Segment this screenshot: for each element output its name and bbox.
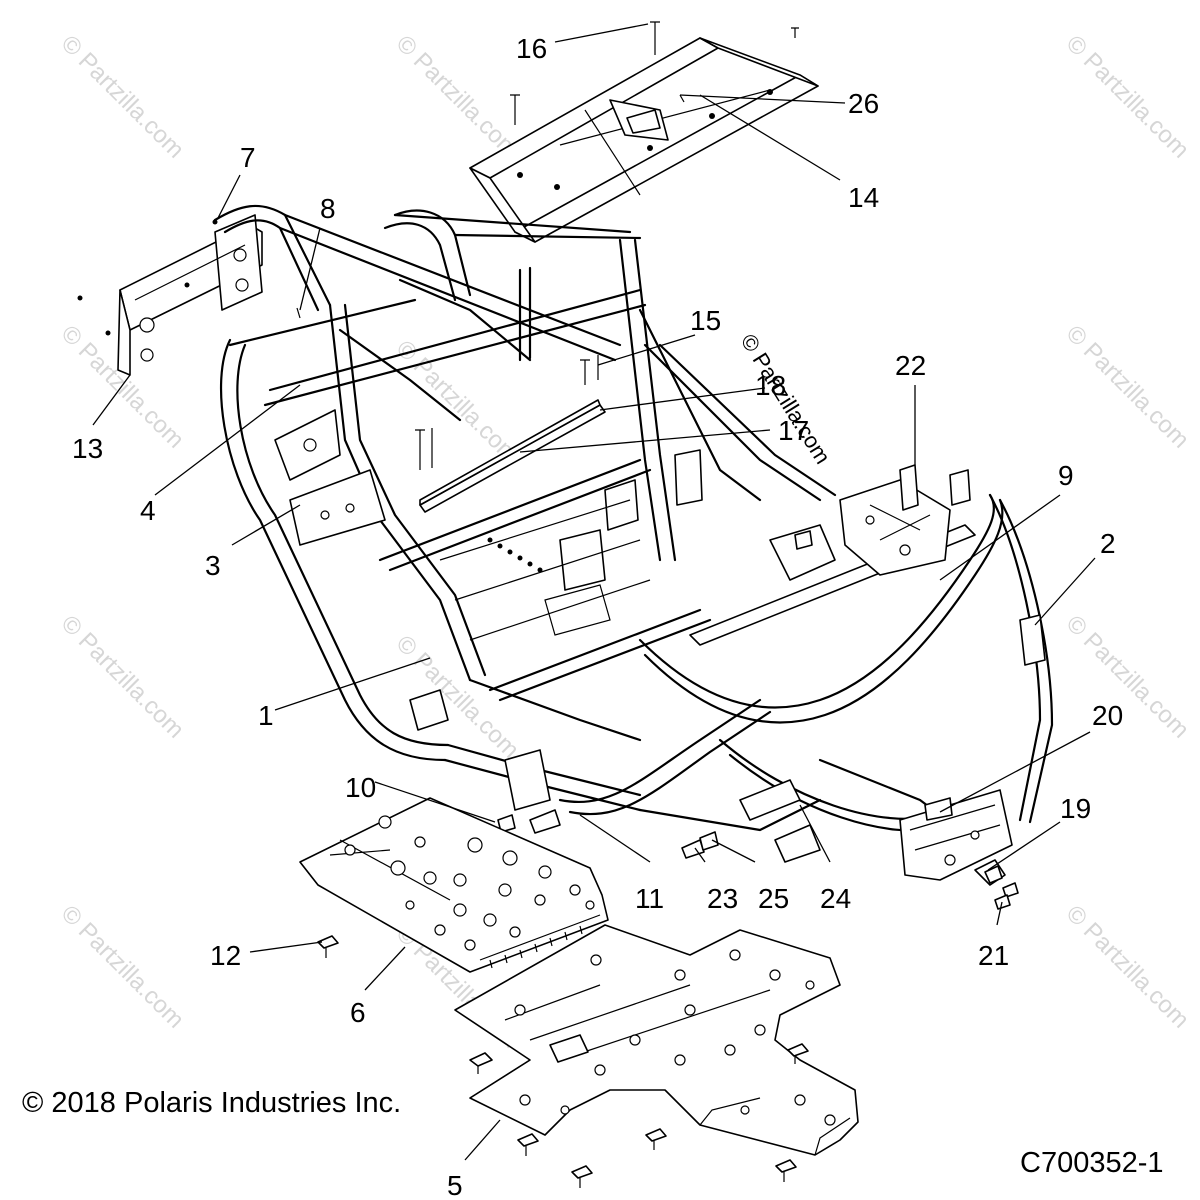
callout-11: 11	[635, 883, 664, 914]
callout-13: 13	[72, 433, 103, 464]
callout-26: 26	[848, 88, 879, 119]
callout-3: 3	[205, 550, 221, 581]
callout-19: 19	[1060, 793, 1091, 824]
watermark: © Partzilla.com	[391, 630, 524, 763]
callout-7: 7	[240, 142, 256, 173]
watermark: © Partzilla.com	[1061, 610, 1194, 743]
callout-12: 12	[210, 940, 241, 971]
callout-6: 6	[350, 997, 366, 1028]
callout-5: 5	[447, 1170, 463, 1200]
watermark: © Partzilla.com	[1061, 320, 1194, 453]
watermark: © Partzilla.com	[391, 30, 524, 163]
copyright-notice: © 2018 Polaris Industries Inc.	[22, 1087, 401, 1119]
callout-22: 22	[895, 350, 926, 381]
callout-14: 14	[848, 182, 879, 213]
callout-23: 23	[707, 883, 738, 914]
watermark: © Partzilla.com	[56, 900, 189, 1033]
grommet-fittings	[974, 859, 1019, 910]
callout-labels: 16 26 14 7 8 13 15 18 17 4 3 22 9 2 1 20…	[72, 33, 1123, 1200]
callout-4: 4	[140, 495, 156, 526]
callout-18: 18	[755, 370, 786, 401]
watermark: © Partzilla.com	[1061, 900, 1194, 1033]
watermark: © Partzilla.com	[56, 30, 189, 163]
rear-bracket	[77, 214, 263, 376]
leader-lines	[92, 23, 1096, 1161]
callout-24: 24	[820, 883, 851, 914]
skid-plate-front	[317, 924, 859, 1188]
watermark: © Partzilla.com	[56, 610, 189, 743]
callout-15: 15	[690, 305, 721, 336]
partzilla-watermark: © Partzilla.com	[736, 329, 836, 468]
callout-8: 8	[320, 193, 336, 224]
watermark: © Partzilla.com	[1061, 30, 1194, 163]
drawing-number: C700352-1	[1020, 1147, 1164, 1179]
callout-21: 21	[978, 940, 1009, 971]
main-frame	[213, 204, 1054, 881]
skid-plate-rear	[299, 797, 609, 973]
callout-1: 1	[258, 700, 274, 731]
callout-20: 20	[1092, 700, 1123, 731]
callout-10: 10	[345, 772, 376, 803]
callout-16: 16	[516, 33, 547, 64]
callout-17: 17	[778, 415, 809, 446]
callout-2: 2	[1100, 528, 1116, 559]
callout-9: 9	[1058, 460, 1074, 491]
callout-25: 25	[758, 883, 789, 914]
